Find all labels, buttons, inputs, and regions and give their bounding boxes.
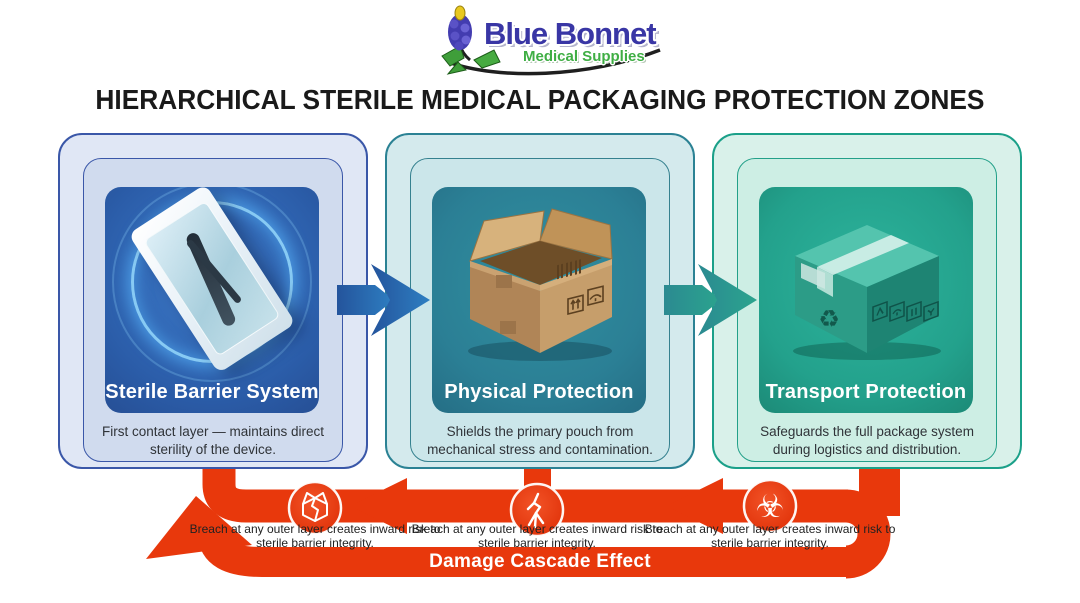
logo-name: Blue Bonnet (484, 16, 657, 51)
svg-text:♻: ♻ (818, 305, 840, 333)
zone-card-middle-layer: ♻ Transport Protection Safeguards the fu… (737, 158, 997, 462)
zone-card-middle-layer: Sterile Barrier System First contact lay… (83, 158, 343, 462)
cascade-warning-text: Breach at any outer layer creates inward… (189, 522, 441, 551)
zone-title: Physical Protection (444, 381, 634, 403)
cascade-warning-text: Breach at any outer layer creates inward… (644, 522, 896, 551)
cascade-warning-text: Breach at any outer layer creates inward… (411, 522, 663, 551)
cascade-effect-label: Damage Cascade Effect (429, 551, 651, 572)
zone-description: Shields the primary pouch from mechanica… (427, 424, 653, 457)
swoosh-underline (447, 48, 661, 76)
zone-title: Sterile Barrier System (105, 381, 319, 403)
logo-flower-icon (441, 5, 661, 76)
zone-card-core: ♻ Transport Protection (759, 187, 973, 413)
leftward-arrowhead (666, 478, 723, 534)
zone-description: First contact layer — maintains direct s… (101, 424, 325, 457)
broken-box-icon (287, 480, 343, 536)
zone-card-core: Sterile Barrier System (105, 187, 319, 413)
zone-card-physical-protection: Physical Protection Shields the primary … (385, 133, 695, 469)
zone-title: Transport Protection (765, 381, 967, 403)
logo-tagline: Medical Supplies (523, 48, 645, 65)
crack-icon (509, 482, 565, 538)
page-title: HIERARCHICAL STERILE MEDICAL PACKAGING P… (95, 84, 985, 115)
zone-card-sterile-barrier: Sterile Barrier System First contact lay… (58, 133, 368, 469)
flow-arrow-icon (664, 264, 757, 336)
cardboard-box-image (468, 208, 613, 361)
svg-text:☣: ☣ (756, 487, 785, 525)
flow-arrow-icon (337, 264, 430, 336)
cascade-return-arrowhead (146, 496, 252, 559)
transport-box-image: ♻ (793, 225, 941, 360)
zone-card-middle-layer: Physical Protection Shields the primary … (410, 158, 670, 462)
company-logo: Blue Bonnet Medical Supplies (428, 4, 668, 80)
zone-description: Safeguards the full package system durin… (760, 424, 974, 457)
zone-card-core: Physical Protection (432, 187, 646, 413)
leftward-arrowhead (350, 478, 407, 534)
biohazard-icon: ☣ (742, 478, 798, 534)
